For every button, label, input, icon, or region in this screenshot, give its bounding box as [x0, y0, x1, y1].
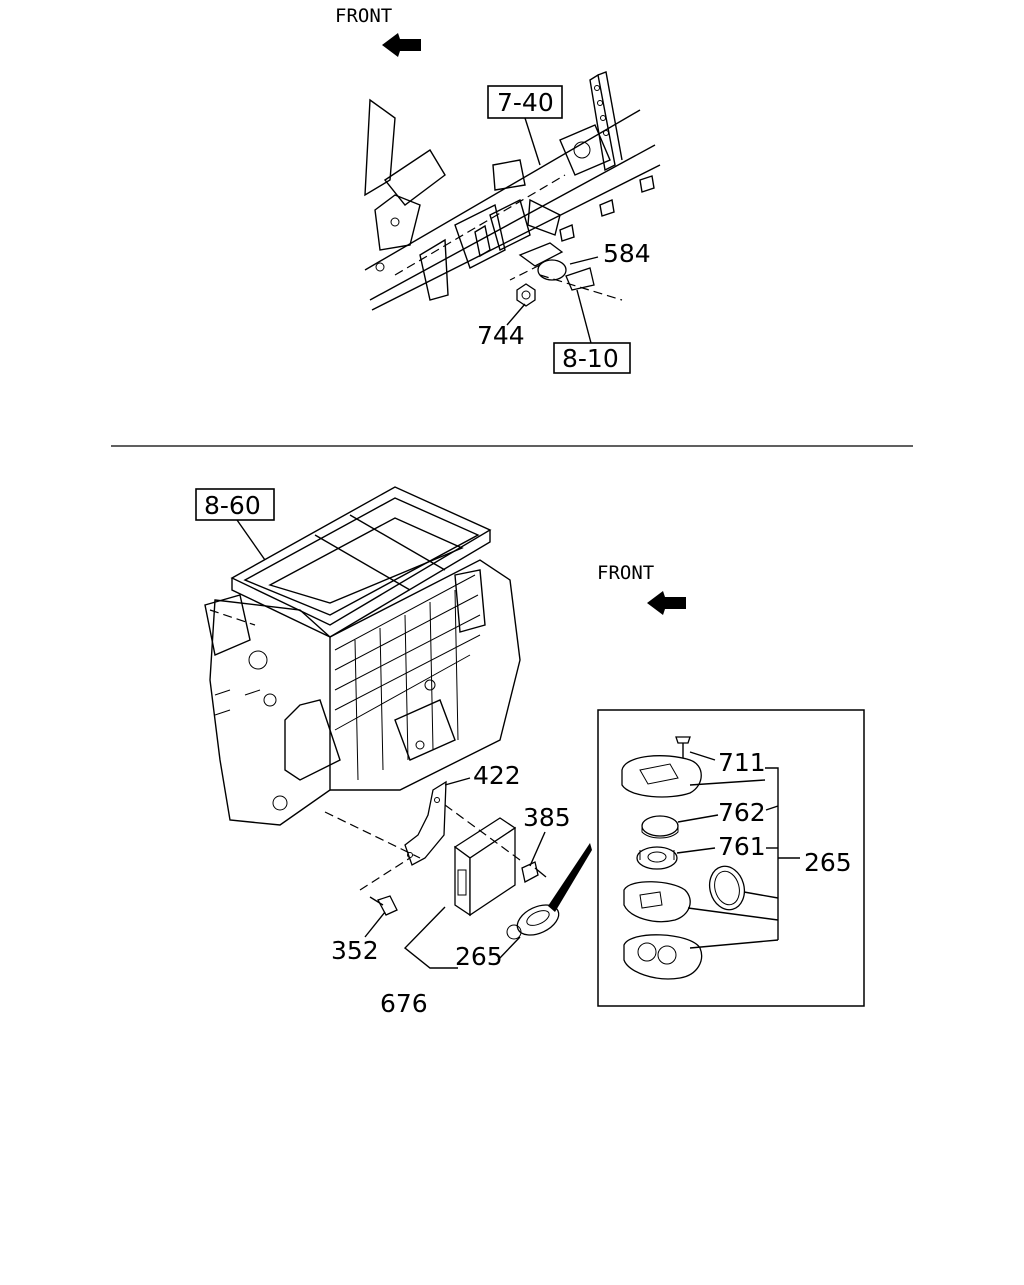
part-676-label: 676 — [380, 989, 428, 1018]
leader-422 — [444, 777, 471, 786]
ref-8-10: 8-10 — [562, 344, 619, 373]
part-265-inset-label: 265 — [804, 848, 852, 877]
ref-box-7-40 — [487, 85, 563, 119]
part-761-label: 761 — [718, 832, 766, 861]
leader-8-10 — [576, 289, 592, 344]
part-584-label: 584 — [603, 239, 651, 268]
part-711-label: 711 — [718, 748, 766, 777]
part-584-sensor — [509, 242, 623, 301]
leader-676 — [403, 906, 458, 969]
part-762-label: 762 — [718, 798, 766, 827]
part-422-bracket — [324, 780, 447, 866]
cross-member-frame — [364, 71, 661, 311]
ref-box-8-10 — [553, 342, 631, 374]
upper-diagram: FRONT — [335, 5, 661, 374]
part-385-label: 385 — [523, 803, 571, 832]
leader-584 — [569, 256, 599, 265]
part-744-nut — [516, 283, 536, 307]
ref-8-60: 8-60 — [204, 491, 261, 520]
part-265-key-label: 265 — [455, 942, 503, 971]
front-arrow-icon — [647, 591, 686, 615]
leader-7-40 — [524, 117, 541, 166]
leader-744 — [506, 303, 526, 326]
ref-box-8-60 — [195, 488, 275, 521]
upper-front-label: FRONT — [335, 5, 392, 27]
lower-front-label: FRONT — [597, 562, 654, 584]
part-352-label: 352 — [331, 936, 379, 965]
part-744-label: 744 — [477, 321, 525, 350]
leader-265-key — [497, 936, 521, 961]
part-676-module — [444, 804, 521, 917]
leader-8-60 — [236, 519, 266, 561]
inset-leaders — [676, 751, 800, 949]
front-arrow-icon — [382, 33, 421, 57]
leader-352 — [364, 911, 386, 938]
part-265-key-fob — [506, 843, 592, 940]
leader-385 — [529, 831, 546, 867]
part-352-screw — [359, 857, 411, 916]
ref-7-40: 7-40 — [497, 88, 554, 117]
inset-exploded-parts — [621, 736, 746, 980]
lower-diagram: FRONT — [195, 486, 865, 1018]
part-422-label: 422 — [473, 761, 521, 790]
hvac-unit — [204, 486, 521, 826]
part-385-bolt — [521, 861, 547, 883]
